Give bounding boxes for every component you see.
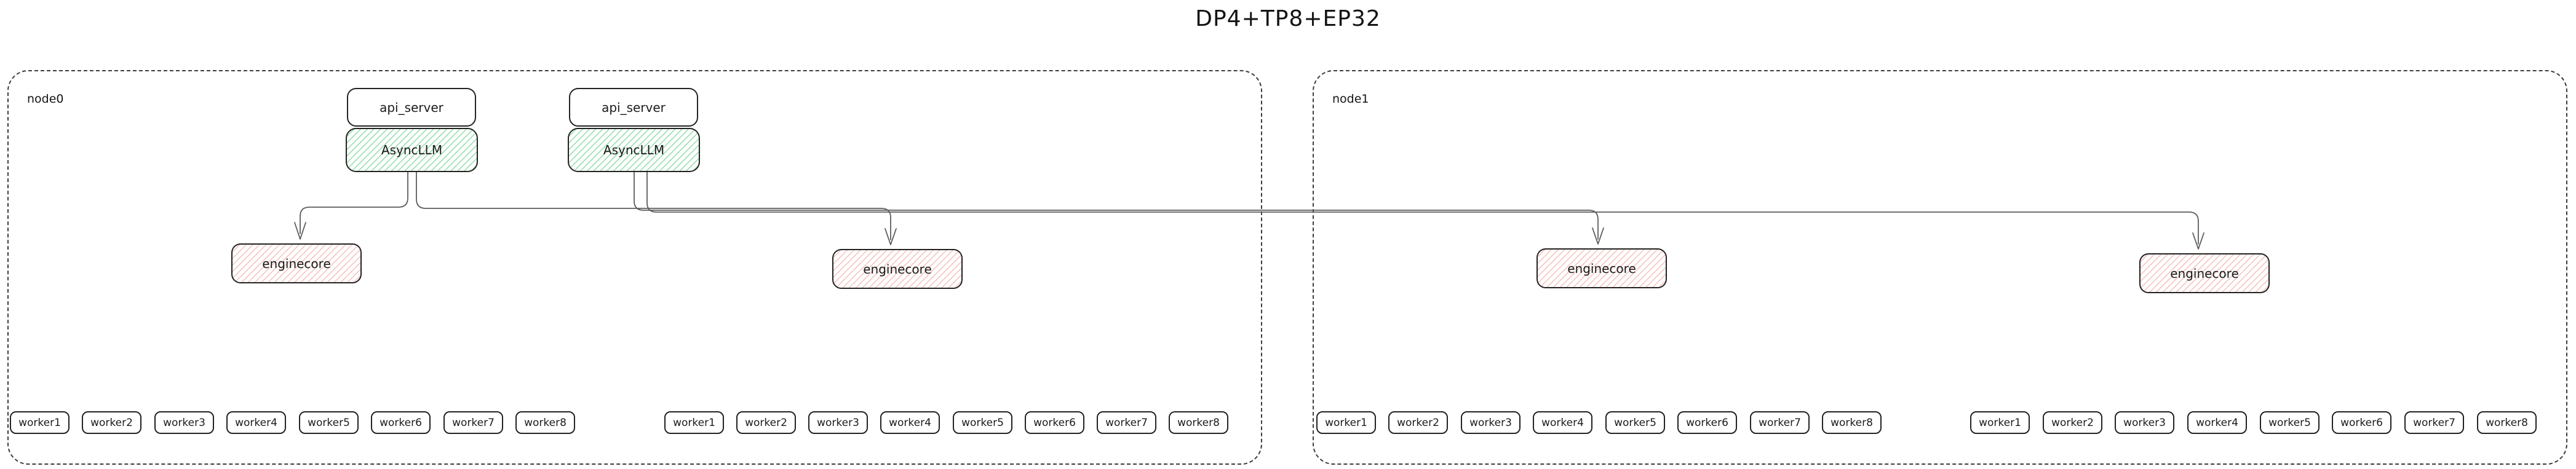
asyncllm-box-1: AsyncLLM xyxy=(346,128,478,172)
worker-box: worker4 xyxy=(2187,411,2247,434)
worker-box: worker8 xyxy=(515,411,575,434)
enginecore-box-3: enginecore xyxy=(1536,248,1667,288)
worker-box: worker3 xyxy=(808,411,868,434)
worker-box: worker7 xyxy=(1750,411,1810,434)
worker-box: worker1 xyxy=(1970,411,2030,434)
node0-label: node0 xyxy=(27,92,64,106)
enginecore-box-2: enginecore xyxy=(832,249,963,289)
asyncllm-box-2: AsyncLLM xyxy=(568,128,700,172)
worker-box: worker8 xyxy=(1169,411,1228,434)
worker-box: worker4 xyxy=(226,411,286,434)
node1-container: node1 xyxy=(1313,70,2567,465)
worker-box: worker3 xyxy=(154,411,214,434)
worker-box: worker2 xyxy=(1388,411,1448,434)
worker-box: worker3 xyxy=(2115,411,2174,434)
worker-box: worker1 xyxy=(10,411,70,434)
worker-box: worker4 xyxy=(1533,411,1592,434)
worker-box: worker2 xyxy=(82,411,141,434)
worker-box: worker5 xyxy=(953,411,1012,434)
worker-box: worker6 xyxy=(371,411,431,434)
worker-box: worker6 xyxy=(2332,411,2391,434)
diagram-title: DP4+TP8+EP32 xyxy=(1195,6,1381,31)
worker-box: worker3 xyxy=(1461,411,1521,434)
worker-box: worker8 xyxy=(1822,411,1882,434)
worker-box: worker1 xyxy=(1316,411,1376,434)
worker-box: worker6 xyxy=(1677,411,1737,434)
worker-box: worker5 xyxy=(1605,411,1665,434)
worker-box: worker8 xyxy=(2477,411,2537,434)
enginecore-box-1: enginecore xyxy=(231,243,362,283)
worker-box: worker1 xyxy=(664,411,724,434)
api-server-box-2: api_server xyxy=(569,88,698,127)
worker-box: worker6 xyxy=(1025,411,1084,434)
worker-box: worker5 xyxy=(2260,411,2320,434)
worker-box: worker4 xyxy=(880,411,940,434)
api-server-box-1: api_server xyxy=(347,88,476,127)
worker-box: worker5 xyxy=(299,411,359,434)
worker-box: worker7 xyxy=(2404,411,2464,434)
worker-box: worker7 xyxy=(1097,411,1156,434)
worker-box: worker2 xyxy=(2043,411,2102,434)
worker-box: worker7 xyxy=(443,411,503,434)
node1-label: node1 xyxy=(1332,92,1369,106)
node0-container: node0 xyxy=(7,70,1262,465)
worker-box: worker2 xyxy=(736,411,796,434)
enginecore-box-4: enginecore xyxy=(2139,253,2270,293)
